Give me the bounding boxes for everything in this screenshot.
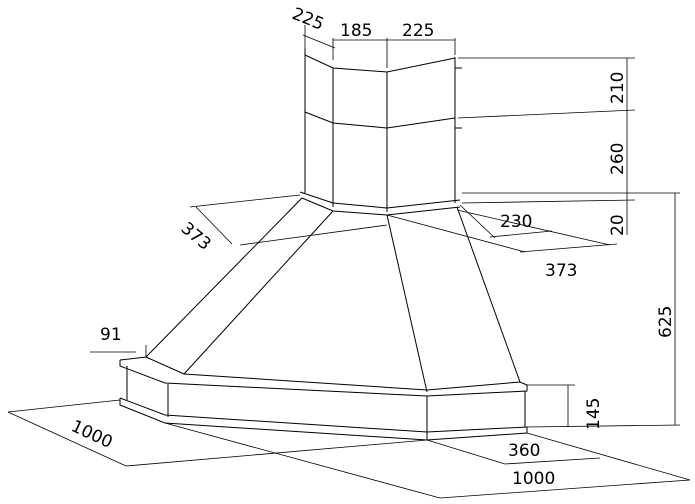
dim-hood-height: 625 <box>656 306 676 338</box>
chimney <box>304 48 462 212</box>
dim-base-height: 145 <box>584 398 604 430</box>
dim-base-depth-left: 1000 <box>68 416 116 452</box>
dim-chimney-upper-height: 210 <box>608 72 628 104</box>
collar <box>299 191 461 216</box>
dim-top-depth-left: 373 <box>177 219 215 255</box>
dim-base-inner-right: 360 <box>508 441 540 461</box>
hood-body <box>145 197 521 393</box>
dim-collar-height: 20 <box>608 214 628 236</box>
dim-chimney-front: 185 <box>340 21 372 41</box>
dim-top-inner-right: 230 <box>500 212 532 232</box>
dim-chimney-side-right: 225 <box>402 21 434 41</box>
dim-top-depth-right: 373 <box>545 261 577 281</box>
dim-chimney-lower-height: 260 <box>608 143 628 175</box>
dim-base-depth-right: 1000 <box>512 469 555 489</box>
dimension-lines <box>7 25 691 499</box>
dim-rim-width: 91 <box>100 325 122 345</box>
dim-chimney-side-left: 225 <box>289 4 327 35</box>
